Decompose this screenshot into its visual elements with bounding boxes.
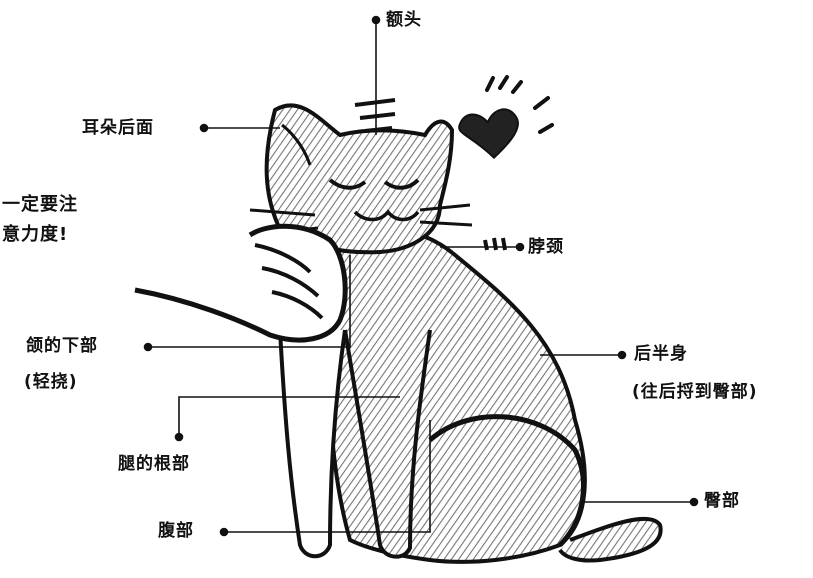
label-forehead: 额头 [386,10,422,30]
leader-lines [143,15,699,537]
label-neck: 脖颈 [528,237,564,257]
label-ear-back: 耳朵后面 [82,118,154,138]
label-hindquarters-note: (往后捋到臀部) [632,382,758,402]
label-chin: 颌的下部 [26,336,98,356]
cat-body [278,225,663,564]
label-chin-note: (轻挠) [24,372,78,392]
label-hindquarters: 后半身 [634,344,688,364]
warning-note-line-1: 一定要注 [2,194,78,215]
neck-motion-marks [483,237,507,251]
warning-note: 一定要注 意力度! [2,190,78,250]
label-rump: 臀部 [704,491,740,511]
label-belly: 腹部 [158,521,194,541]
heart-icon [458,75,554,160]
warning-note-line-2: 意力度! [2,224,69,245]
cat-head [249,98,473,255]
petting-hand [134,223,348,343]
label-leg-base: 腿的根部 [118,454,190,474]
